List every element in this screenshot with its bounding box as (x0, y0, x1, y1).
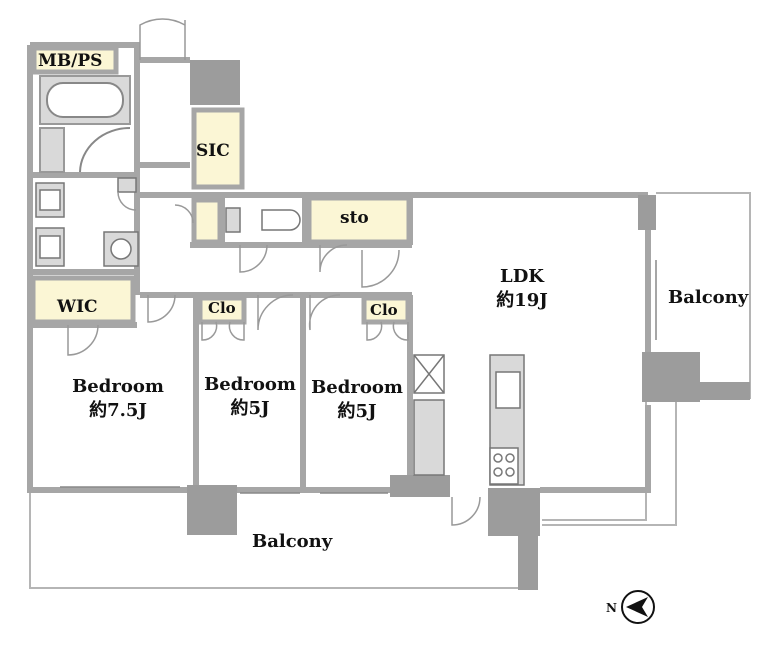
bedroom-1-name: Bedroom (72, 376, 164, 397)
label-clo-2: Clo (370, 301, 398, 319)
label-bedroom-2: Bedroom 約5J (200, 373, 300, 422)
label-balcony-east: Balcony (668, 287, 749, 308)
label-ldk: LDK 約19J (492, 265, 552, 314)
walls (27, 42, 651, 493)
bedroom-1-size: 約7.5J (89, 400, 147, 422)
windows (60, 260, 657, 494)
bedroom-2-name: Bedroom (204, 374, 296, 395)
ldk-size: 約19J (496, 290, 548, 312)
north-arrow-icon (621, 590, 655, 624)
label-bedroom-3: Bedroom 約5J (307, 376, 407, 425)
door-swings (67, 18, 481, 526)
label-clo-1: Clo (208, 299, 236, 317)
bathtub (39, 75, 131, 173)
bedroom-3-name: Bedroom (311, 377, 403, 398)
compass-label: N (606, 601, 617, 615)
bedroom-2-size: 約5J (230, 398, 270, 420)
storage-fills (30, 45, 412, 325)
label-sic: SIC (196, 141, 230, 161)
kitchen (413, 354, 525, 486)
label-bedroom-1: Bedroom 約7.5J (68, 375, 168, 424)
toilet (225, 207, 301, 233)
label-mbps: MB/PS (38, 51, 103, 71)
label-wic: WIC (57, 297, 98, 317)
bedroom-3-size: 約5J (337, 401, 377, 423)
ldk-name: LDK (500, 266, 544, 287)
label-sto: sto (340, 208, 369, 228)
label-balcony-south: Balcony (252, 531, 333, 552)
columns (187, 60, 750, 590)
washroom-fixtures (35, 177, 139, 267)
